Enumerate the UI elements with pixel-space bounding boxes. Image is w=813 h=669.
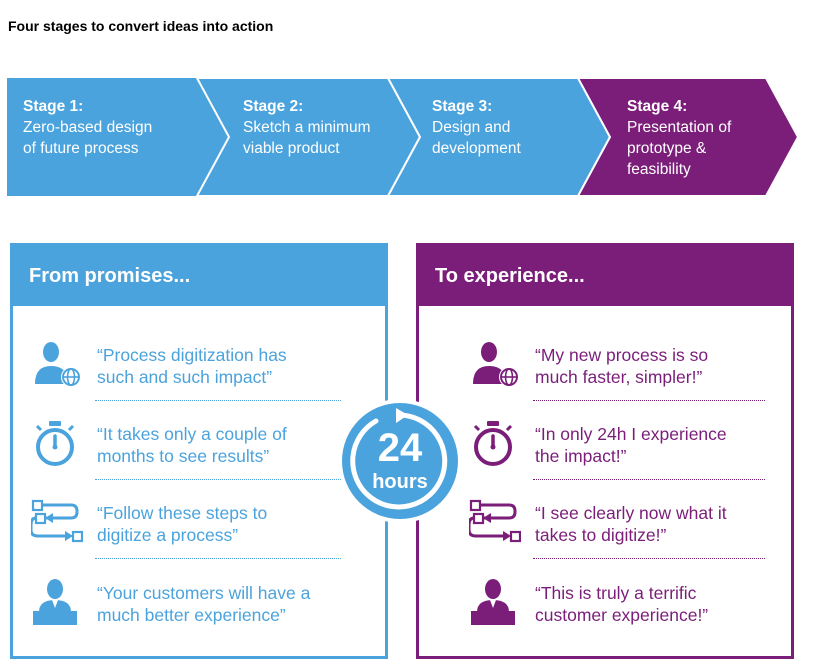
stage-3-heading: Stage 3: xyxy=(432,98,493,115)
customer-icon xyxy=(471,579,515,625)
stopwatch-icon xyxy=(473,421,513,466)
quote-line: the impact!” xyxy=(535,446,627,466)
promises-panel: From promises... “Process digitization h… xyxy=(10,243,388,659)
experience-heading: To experience... xyxy=(419,246,791,306)
promise-quote: “It takes only a couple of months to see… xyxy=(97,423,287,467)
stage-4-heading: Stage 4: xyxy=(627,98,688,115)
quote-line: “Follow these steps to xyxy=(97,503,268,523)
promise-quote: “Your customers will have a much better … xyxy=(97,582,310,626)
stage-4-chevron xyxy=(576,78,798,196)
experience-quote: “This is truly a terrific customer exper… xyxy=(535,582,708,626)
quote-line: “Process digitization has xyxy=(97,345,287,365)
stage-2-line-2: viable product xyxy=(243,140,340,157)
quote-line: digitize a process” xyxy=(97,525,239,545)
stage-4-line-3: feasibility xyxy=(627,161,691,178)
quote-line: “I see clearly now what it xyxy=(535,503,727,523)
experience-quote: “My new process is so much faster, simpl… xyxy=(535,344,708,388)
stage-2-line-1: Sketch a minimum xyxy=(243,119,371,136)
promise-quote: “Process digitization has such and such … xyxy=(97,344,287,388)
experience-quote: “I see clearly now what it takes to digi… xyxy=(535,502,727,546)
stopwatch-icon xyxy=(35,421,75,466)
stage-4-text: Stage 4: Presentation of prototype & fea… xyxy=(627,96,731,180)
clock-arrow-icon xyxy=(338,399,462,523)
stage-2-text: Stage 2: Sketch a minimum viable product xyxy=(243,96,370,159)
stage-2-chevron xyxy=(195,78,422,196)
quote-line: months to see results” xyxy=(97,446,270,466)
badge-unit: hours xyxy=(372,471,428,493)
stage-chevrons: Stage 1: Zero-based design of future pro… xyxy=(7,78,798,196)
stage-3-text: Stage 3: Design and development xyxy=(432,96,521,159)
divider xyxy=(533,558,765,559)
quote-line: “Your customers will have a xyxy=(97,583,311,603)
person-globe-icon xyxy=(473,342,519,387)
person-globe-icon xyxy=(35,342,81,387)
experience-panel: To experience... “My new process is so m… xyxy=(416,243,794,659)
24-hours-badge: 24 hours xyxy=(336,397,464,525)
stage-1-heading: Stage 1: xyxy=(23,98,84,115)
quote-line: customer experience!” xyxy=(535,605,709,625)
quote-line: “My new process is so xyxy=(535,345,709,365)
divider xyxy=(95,400,341,401)
page-title: Four stages to convert ideas into action xyxy=(8,18,274,34)
quote-line: much faster, simpler!” xyxy=(535,367,703,387)
quote-line: much better experience” xyxy=(97,605,286,625)
stage-1-text: Stage 1: Zero-based design of future pro… xyxy=(23,96,152,159)
customer-icon xyxy=(33,579,77,625)
quote-line: such and such impact” xyxy=(97,367,273,387)
divider xyxy=(95,558,341,559)
process-flow-icon xyxy=(469,499,521,543)
divider xyxy=(533,479,765,480)
stage-2-heading: Stage 2: xyxy=(243,98,304,115)
promise-quote: “Follow these steps to digitize a proces… xyxy=(97,502,267,546)
quote-line: “In only 24h I experience xyxy=(535,424,727,444)
stage-3-line-2: development xyxy=(432,140,521,157)
promises-heading: From promises... xyxy=(13,246,385,306)
stage-3-line-1: Design and xyxy=(432,119,511,136)
badge-number: 24 xyxy=(377,426,423,470)
quote-line: takes to digitize!” xyxy=(535,525,667,545)
stage-1-line-2: of future process xyxy=(23,140,139,157)
divider xyxy=(533,400,765,401)
stage-1-chevron xyxy=(7,78,229,196)
stage-4-line-1: Presentation of xyxy=(627,119,732,136)
quote-line: “It takes only a couple of xyxy=(97,424,287,444)
process-flow-icon xyxy=(31,499,83,543)
stage-1-line-1: Zero-based design xyxy=(23,119,153,136)
stage-3-chevron xyxy=(386,78,612,196)
divider xyxy=(95,479,341,480)
experience-quote: “In only 24h I experience the impact!” xyxy=(535,423,727,467)
stage-4-line-2: prototype & xyxy=(627,140,707,157)
quote-line: “This is truly a terrific xyxy=(535,583,697,603)
